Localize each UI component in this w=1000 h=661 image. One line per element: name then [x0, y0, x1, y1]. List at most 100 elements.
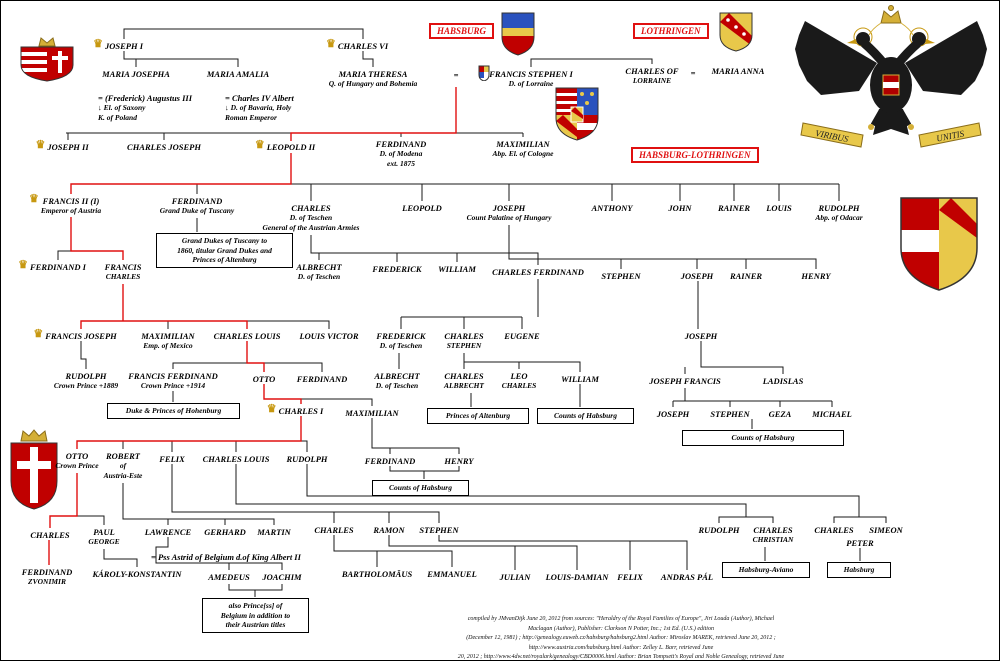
person-name: CHARLES: [814, 525, 854, 535]
person-ferdinand-c: FERDINAND: [365, 456, 416, 466]
descent-line: [306, 464, 860, 517]
person-michael: MICHAEL: [812, 409, 852, 419]
person-name: MAXIMILIAN: [141, 331, 195, 341]
person-name: FERDINAND: [21, 567, 73, 577]
person-name: ANDRAS PÁL: [660, 572, 714, 582]
person-title: Emp. of Mexico: [143, 341, 193, 350]
person-charles6: ♛CHARLES VI: [326, 39, 388, 52]
branch-box-line: 1860, titular Grand Dukes and: [177, 245, 272, 255]
branch-box-line: Habsburg-Aviano: [738, 565, 794, 574]
person-title: D. of Teschen: [297, 272, 341, 281]
person-name: JOSEPH I: [104, 41, 144, 51]
person-name: =: [453, 70, 459, 80]
person-frederick-a: FREDERICK: [372, 264, 421, 274]
person-name: RUDOLPH: [818, 203, 860, 213]
descent-line: [235, 464, 747, 517]
person-andras-pal: ANDRAS PÁL: [661, 572, 713, 582]
person-joseph-a: JOSEPH: [681, 271, 714, 281]
beak-icon: [847, 39, 857, 44]
person-charles-a: CHARLES: [30, 530, 69, 540]
person-leopold2: ♛LEOPOLD II: [255, 140, 315, 153]
person-name: OTTO: [65, 451, 89, 461]
descent-line: [362, 51, 374, 67]
person-stephen-mx: STEPHEN: [419, 525, 458, 535]
person-name: CHARLES LOUIS: [202, 454, 270, 464]
habsburg-lorraine-quartered-shield: [555, 87, 599, 141]
person-ferdinand-b: FERDINAND: [297, 374, 348, 384]
person-name: STEPHEN: [710, 409, 750, 419]
crown-icon: ♛: [29, 193, 39, 205]
person-charles1: ♛CHARLES I: [267, 404, 324, 417]
descent-line: [463, 353, 581, 372]
person-name: FRANCIS: [104, 262, 142, 272]
person-rudolph-b: RUDOLPH: [698, 525, 739, 535]
crown-icon: ♛: [93, 38, 103, 50]
descent-line: [508, 225, 817, 269]
descent-line: [301, 440, 308, 452]
person-name: CHARLES LOUIS: [213, 331, 281, 341]
person-name: JOSEPH: [492, 203, 526, 213]
person-name: JOHN: [668, 203, 692, 213]
descent-line: [371, 418, 460, 454]
person-name: LEO: [510, 371, 528, 381]
beak-icon: [925, 39, 935, 44]
person-name: JOSEPH: [684, 331, 718, 341]
person-ladislas: LADISLAS: [763, 376, 804, 386]
person-william-a: WILLIAM: [438, 264, 476, 274]
person-geza: GEZA: [769, 409, 792, 419]
person-name: CHARLES: [291, 203, 331, 213]
person-lawrence: LAWRENCE: [145, 527, 191, 537]
person-karoly: KÁROLY-KONSTANTIN: [92, 569, 181, 579]
person-charles-hb: CHARLES: [814, 525, 853, 535]
person-title: D. of Teschen: [375, 381, 419, 390]
house-tag-habsburg-lothringen: HABSBURG-LOTHRINGEN: [631, 147, 759, 163]
person-henry-a: HENRY: [801, 271, 830, 281]
descent-line: [172, 362, 247, 369]
person-name: = Charles IV Albert: [225, 93, 294, 103]
person-title: ↓ El. of Saxony: [98, 103, 146, 112]
person-title: Grand Duke of Tuscany: [159, 206, 235, 215]
person-name: ALBRECHT: [374, 371, 420, 381]
person-title: Count Palatine of Hungary: [466, 213, 552, 222]
person-name: HENRY: [444, 456, 474, 466]
person-name: SIMEON: [869, 525, 903, 535]
person-name: ROBERT: [105, 451, 141, 461]
person-name: PAUL: [93, 527, 115, 537]
person-otto-a: OTTO: [253, 374, 276, 384]
person-stephen-a: STEPHEN: [601, 271, 640, 281]
person-name: CHARLES: [444, 331, 484, 341]
descent-line: [530, 58, 653, 67]
person-name: EMMANUEL: [427, 569, 477, 579]
person-felix-a: FELIX: [159, 454, 185, 464]
person-title: K. of Poland: [98, 113, 137, 122]
person-peter: PETER: [846, 538, 873, 548]
person-title: Abp. of Odacar: [815, 213, 863, 222]
person-name: = (Frederick) Augustus III: [98, 93, 193, 103]
person-name: MAXIMILIAN: [345, 408, 399, 418]
person-title: Crown Prince +1889: [53, 381, 119, 390]
person-bartholomaus: BARTHOLOMÄUS: [342, 569, 412, 579]
person-title: Austria-Este: [103, 471, 143, 480]
habsburg-shield: [501, 12, 535, 56]
person-name: LOUIS VICTOR: [299, 331, 359, 341]
person-charles-mx: CHARLES: [314, 525, 353, 535]
person-name: FREDERICK: [376, 331, 426, 341]
person-name: FELIX: [159, 454, 185, 464]
person-name: CHARLES: [30, 530, 70, 540]
person-eq-cl: =: [691, 68, 696, 78]
succession-line: [246, 341, 265, 372]
person-ferdinand1: ♛FERDINAND I: [18, 260, 86, 273]
motto-left: VIRIBUS: [814, 128, 849, 144]
citation-line: (December 12, 1981) ; http://genealogy.e…: [466, 635, 776, 651]
person-amedeus: AMEDEUS: [208, 572, 250, 582]
succession-line: [263, 384, 302, 404]
branch-box-line: Counts of Habsburg: [554, 411, 617, 420]
